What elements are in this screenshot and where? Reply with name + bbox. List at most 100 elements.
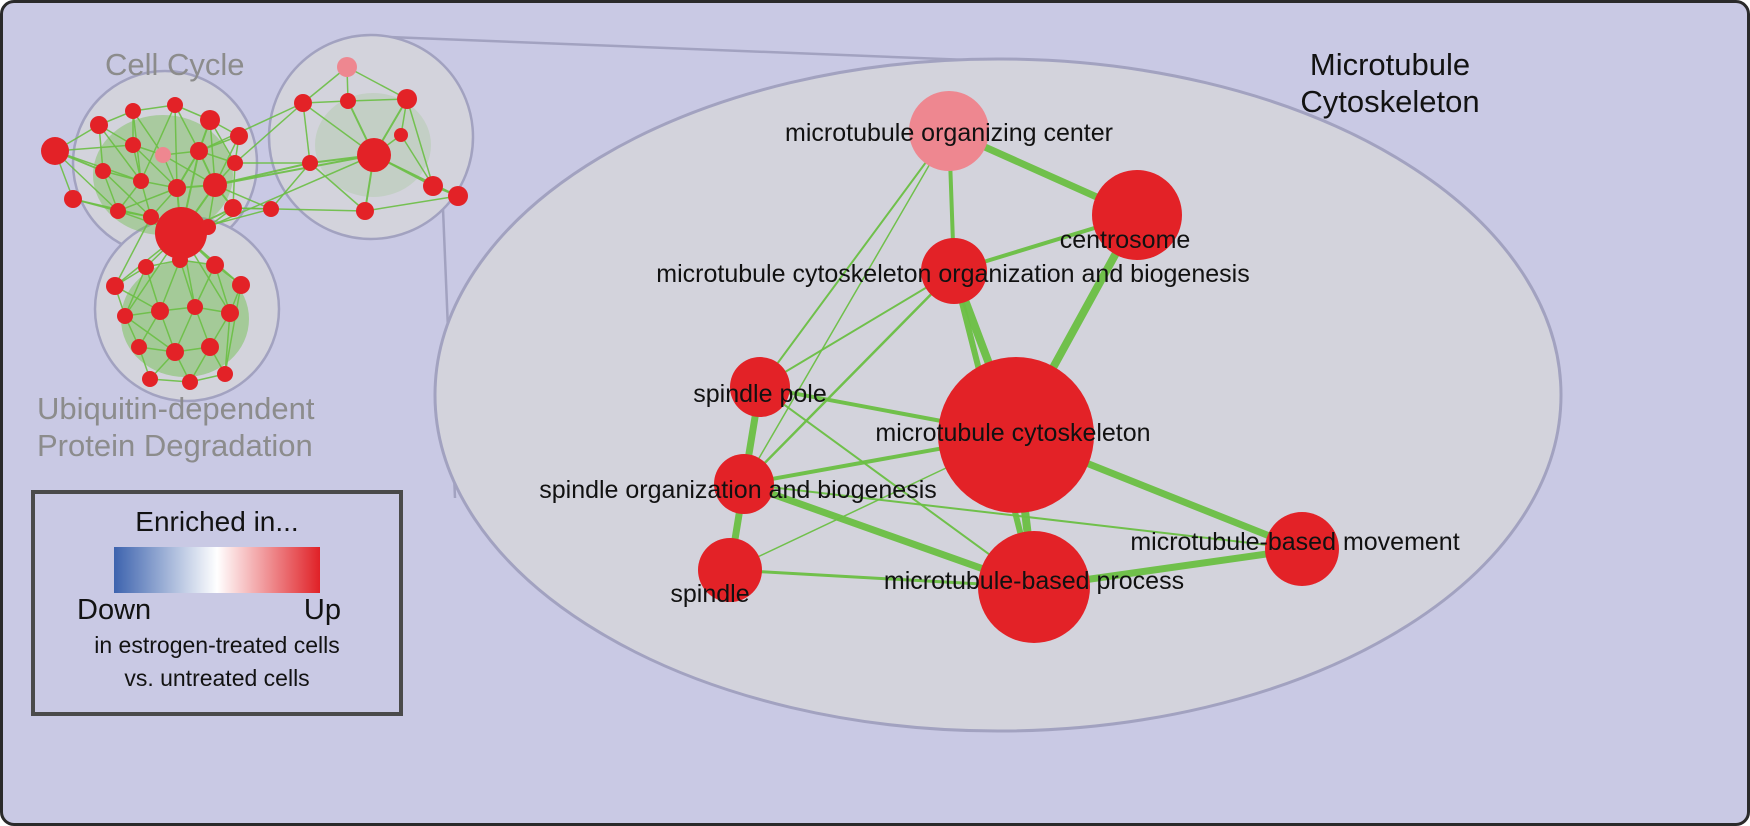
node-label-sob: spindle organization and biogenesis [539,476,937,504]
node-label-centrosome: centrosome [1060,226,1191,254]
overview-node [423,176,443,196]
node-sob [714,454,774,514]
overview-node [221,304,239,322]
overview-edge [234,102,304,164]
overview-node [182,374,198,390]
overview-node [190,142,208,160]
overview-node [64,190,82,208]
overview-node [356,202,374,220]
overview-node [394,128,408,142]
overview-edge [224,312,231,375]
microtubule-title-line2: Cytoskeleton [1300,83,1480,119]
overview-node [117,308,133,324]
overview-node [448,186,468,206]
legend-box: Enriched in... Down Up in estrogen-treat… [31,490,403,716]
overview-node [263,201,279,217]
edge-moc-sob [743,130,950,485]
overview-node [203,173,227,197]
overview-node [131,339,147,355]
overview-node [294,94,312,112]
overview-edge [346,66,408,100]
legend-down-label: Down [77,594,152,626]
edge-spole-mbp [759,386,1035,588]
overview-edge [400,134,434,187]
node-mcob [921,238,987,304]
overview-node [230,127,248,145]
node-label-moc: microtubule organizing center [785,119,1113,147]
overview-node [337,57,357,77]
overview-edge [179,259,196,308]
overview-node [227,155,243,171]
overview-edge [98,124,142,182]
overview-node [166,343,184,361]
overview-node [172,252,188,268]
overview-node [302,155,318,171]
overview-edge [132,110,164,156]
legend-title: Enriched in... [135,506,299,537]
overview-edge [302,102,311,164]
overview-edge [174,104,178,189]
cluster-label-ubiquitin: Ubiquitin-dependent Protein Degradation [37,391,315,464]
edge-mcob-sob [742,269,956,486]
overview-node [224,199,242,217]
overview-node [167,97,183,113]
overview-node [168,179,186,197]
overview-node [110,203,126,219]
zoom-cluster-title-microtubule-cytoskeleton: Microtubule Cytoskeleton [1265,47,1515,120]
node-mbp [978,531,1090,643]
overview-node [125,103,141,119]
overview-edge [364,195,459,212]
microtubule-title-line1: Microtubule [1309,47,1471,82]
legend-color-gradient [114,547,320,593]
node-mbm [1265,512,1339,586]
overview-node [155,207,207,259]
legend-caption-line2: vs. untreated cells [124,664,310,691]
overview-node [106,277,124,295]
edge-sob-mbm [743,483,1303,550]
overview-edge [140,104,176,182]
overview-edge [270,162,311,210]
overview-node [232,276,250,294]
overview-edge [124,315,176,353]
overview-node [397,89,417,109]
overview-node [41,137,69,165]
legend-caption-line1: in estrogen-treated cells [94,632,340,658]
overview-node [125,137,141,153]
overview-edge [54,150,119,212]
overview-node [200,110,220,130]
node-label-mbm: microtubule-based movement [1130,528,1459,556]
overview-node [201,338,219,356]
overview-node [90,116,108,134]
overview-edge [309,162,366,212]
overview-node [151,302,169,320]
overview-node [138,259,154,275]
overview-edge [224,284,242,375]
overview-node [206,256,224,274]
node-mc [938,357,1094,513]
overview-edge [132,144,178,189]
overview-edge [214,154,375,186]
overview-edge [114,216,152,287]
node-label-spindle: spindle [670,580,749,608]
overview-node [340,93,356,109]
overview-node [357,138,391,172]
overview-node [95,163,111,179]
node-label-mcob: microtubule cytoskeleton organization an… [656,260,1249,288]
overview-node [155,147,171,163]
ubiquitin-label-line2: Protein Degradation [37,427,313,463]
node-spole [730,357,790,417]
edge-mcob-spole [759,270,955,388]
overview-node [187,299,203,315]
overview-edge [102,170,152,218]
overview-node [200,219,216,235]
zoom-cone-line [388,35,970,62]
overview-node [142,371,158,387]
overview-node [133,173,149,189]
node-spindle [698,538,762,602]
overview-edge [117,187,178,212]
node-centrosome [1092,170,1182,260]
microtubule-cluster [267,33,475,241]
overview-edge [406,98,434,187]
overview-edge [198,102,304,152]
